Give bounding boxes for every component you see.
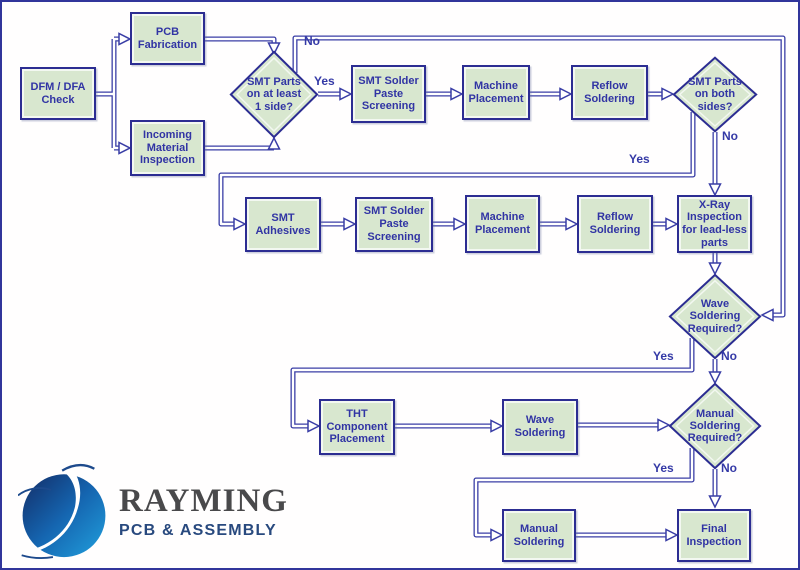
logo-text: RAYMING PCB & ASSEMBLY	[119, 482, 288, 540]
node-label: SMT Parts on both sides?	[688, 76, 742, 113]
node-reflow-soldering-1: Reflow Soldering	[571, 65, 648, 120]
decision-wave-soldering-required: Wave Soldering Required?	[669, 274, 761, 359]
node-label: Manual Soldering	[513, 522, 565, 548]
node-label: PCB Fabrication	[137, 25, 198, 51]
node-label: SMT Parts on at least 1 side?	[246, 76, 302, 113]
node-machine-placement-2: Machine Placement	[465, 195, 540, 253]
node-label: SMT Solder Paste Screening	[358, 74, 419, 113]
node-label: THT Component Placement	[326, 407, 388, 446]
node-label: Reflow Soldering	[584, 79, 635, 105]
node-manual-soldering: Manual Soldering	[502, 509, 576, 562]
edge-label-no: No	[722, 129, 738, 143]
node-final-inspection: Final Inspection	[677, 509, 751, 562]
node-label: Machine Placement	[474, 211, 531, 236]
rayming-globe-icon	[18, 464, 106, 559]
decision-smt-parts-1-side: SMT Parts on at least 1 side?	[230, 51, 318, 138]
edge-label-yes: Yes	[314, 74, 335, 88]
node-incoming-material-inspection: Incoming Material Inspection	[130, 120, 205, 176]
node-pcb-fabrication: PCB Fabrication	[130, 12, 205, 65]
node-label: Wave Soldering Required?	[687, 298, 743, 335]
edge-label-yes: Yes	[653, 349, 674, 363]
node-label: Final Inspection	[686, 522, 742, 548]
edge-label-no: No	[721, 349, 737, 363]
node-label: Wave Soldering	[514, 414, 566, 439]
node-reflow-soldering-2: Reflow Soldering	[577, 195, 653, 253]
edge-label-yes: Yes	[629, 152, 650, 166]
node-xray-inspection: X-Ray Inspection for lead-less parts	[677, 195, 752, 253]
edge-label-yes: Yes	[653, 461, 674, 475]
node-smt-solder-paste-screening-1: SMT Solder Paste Screening	[351, 65, 426, 123]
diamond-shape	[669, 383, 761, 469]
node-smt-solder-paste-screening-2: SMT Solder Paste Screening	[355, 197, 433, 252]
logo-brand-text: RAYMING	[119, 482, 288, 519]
diamond-shape	[669, 274, 761, 359]
node-label: Manual Soldering Required?	[687, 407, 743, 445]
edge-label-no: No	[721, 461, 737, 475]
diamond-shape	[230, 51, 318, 138]
decision-manual-soldering-required: Manual Soldering Required?	[669, 383, 761, 469]
node-dfm-dfa-check: DFM / DFA Check	[20, 67, 96, 120]
node-label: X-Ray Inspection for lead-less parts	[682, 198, 747, 249]
node-label: Incoming Material Inspection	[139, 128, 195, 167]
node-smt-adhesives: SMT Adhesives	[245, 197, 321, 252]
node-tht-component-placement: THT Component Placement	[319, 399, 395, 455]
rayming-logo: RAYMING PCB & ASSEMBLY	[18, 462, 288, 562]
node-label: Reflow Soldering	[589, 211, 641, 236]
node-label: DFM / DFA Check	[30, 80, 86, 106]
node-label: SMT Adhesives	[255, 211, 311, 237]
node-wave-soldering: Wave Soldering	[502, 399, 578, 455]
edge-label-no: No	[304, 34, 320, 48]
logo-tagline-text: PCB & ASSEMBLY	[119, 521, 277, 539]
diamond-shape	[673, 57, 757, 132]
node-label: Machine Placement	[468, 79, 524, 105]
decision-smt-parts-both-sides: SMT Parts on both sides?	[673, 57, 757, 132]
node-machine-placement-1: Machine Placement	[462, 65, 530, 120]
node-label: SMT Solder Paste Screening	[363, 205, 425, 243]
